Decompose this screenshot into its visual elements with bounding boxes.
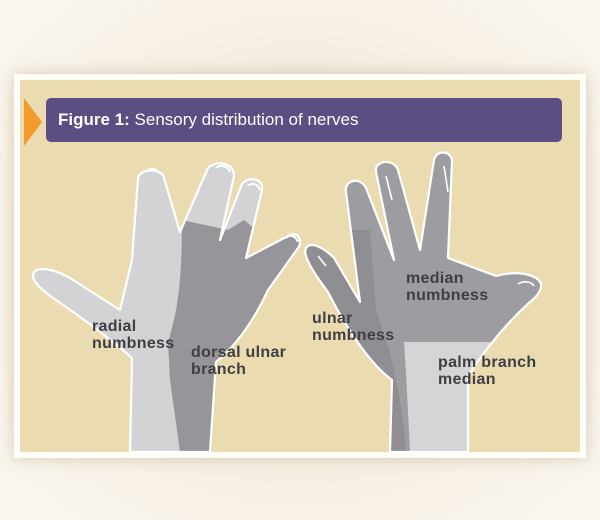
figure-arrow-marker [24, 98, 42, 146]
left-finger-nail-2 [247, 182, 261, 191]
ulnar-label-line1: ulnar [312, 310, 353, 327]
left-finger-nail [215, 164, 231, 173]
left-thumb-nail [145, 168, 159, 173]
median-label-line2: numbness [406, 287, 489, 304]
right-finger-crease-3 [317, 255, 327, 267]
dorsal-label-line1: dorsal ulnar [191, 344, 287, 361]
right-finger-crease-2 [385, 175, 393, 201]
figure-title-banner: Figure 1: Sensory distribution of nerves [46, 98, 562, 142]
hands-diagram [31, 151, 543, 452]
ulnar-label-line2: numbness [312, 327, 395, 344]
dorsal-ulnar-zone [168, 220, 301, 452]
figure-label: Figure 1: [58, 110, 130, 129]
figure-panel [20, 80, 580, 452]
palm-label-line1: palm branch [438, 354, 537, 371]
median-label-line1: median [406, 270, 464, 287]
radial-numbness-label: radial numbness [92, 318, 174, 352]
figure-title: Sensory distribution of nerves [134, 110, 359, 129]
median-numbness-label: median numbness [406, 270, 488, 304]
dorsal-label-line2: branch [191, 361, 247, 378]
right-finger-crease [443, 165, 449, 193]
right-thumb-nail [517, 281, 535, 287]
radial-label-line1: radial [92, 318, 137, 335]
left-finger-nail-3 [285, 234, 299, 243]
palm-label-line2: median [438, 371, 496, 388]
ulnar-numbness-label: ulnar numbness [312, 310, 394, 344]
palm-branch-median-label: palm branch median [438, 354, 536, 388]
radial-label-line2: numbness [92, 335, 175, 352]
dorsal-ulnar-branch-label: dorsal ulnar branch [191, 344, 286, 378]
